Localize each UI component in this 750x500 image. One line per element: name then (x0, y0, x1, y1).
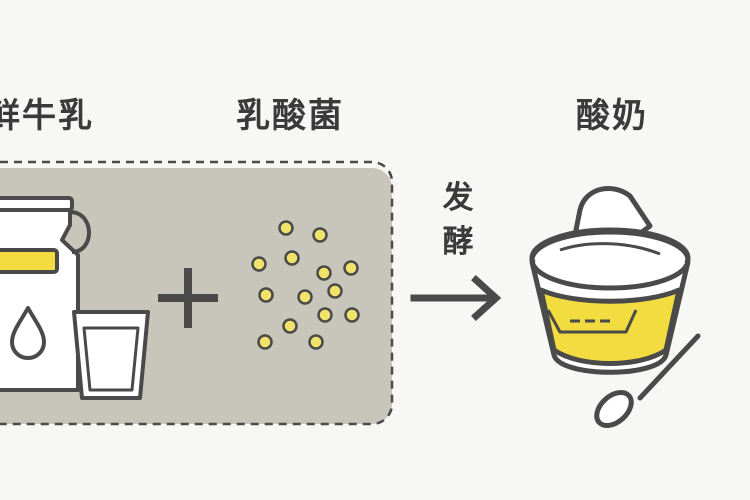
drop-icon (10, 306, 46, 360)
spoon-icon (594, 333, 701, 429)
milk-glass-icon (72, 310, 150, 400)
milk-jug-icon (0, 196, 91, 392)
ferment-char-2: 酵 (442, 224, 474, 260)
bacteria-dots-icon (251, 220, 360, 350)
milk-label: 鲜牛乳 (0, 96, 94, 136)
bacteria-label: 乳酸菌 (236, 96, 344, 136)
plus-icon (158, 268, 218, 328)
ferment-char-1: 发 (442, 180, 474, 216)
arrow-right-icon (410, 275, 502, 321)
yogurt-label: 酸奶 (576, 96, 648, 136)
yogurt-cup-icon (529, 186, 691, 375)
ferment-label: 发 酵 (438, 176, 478, 264)
